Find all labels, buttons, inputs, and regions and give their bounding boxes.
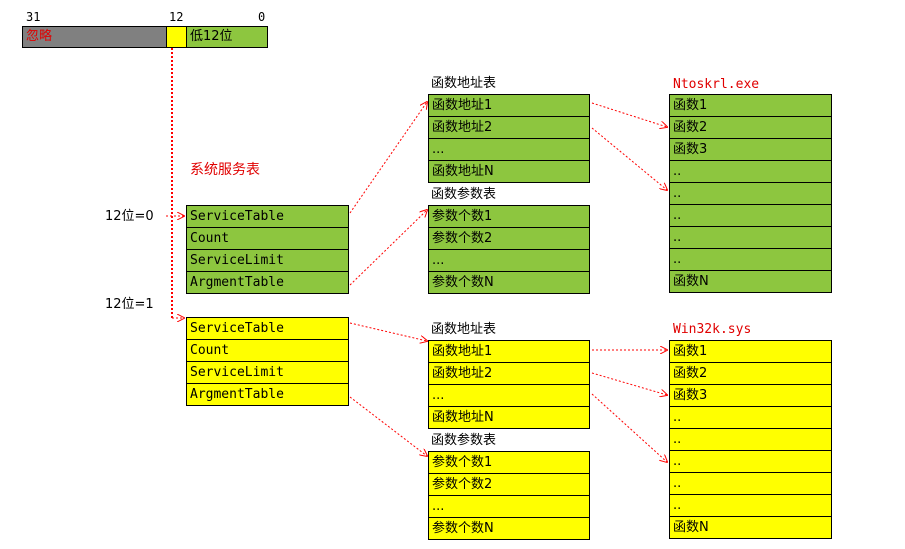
func-addr-table-1: 函数地址1 函数地址2 ... 函数地址N <box>428 340 590 429</box>
table-row: 函数地址1 <box>429 95 589 117</box>
bit-label-0: 0 <box>258 10 266 24</box>
table-row: 函数3 <box>670 385 831 407</box>
table-row: .. <box>670 429 831 451</box>
table-row: .. <box>670 249 831 271</box>
table-row: 函数1 <box>670 341 831 363</box>
param-table-0: 参数个数1 参数个数2 ... 参数个数N <box>428 205 590 294</box>
table-row: 函数1 <box>670 95 831 117</box>
table-row: 函数地址N <box>429 407 589 429</box>
descriptor-field-count: Count <box>187 340 348 362</box>
ignore-segment: 忽略 <box>22 26 167 48</box>
module-table-0: 函数1 函数2 函数3 .. .. .. .. .. 函数N <box>669 94 832 293</box>
table-row: 函数N <box>670 271 831 293</box>
table-row: 参数个数2 <box>429 474 589 496</box>
table-row: ... <box>429 385 589 407</box>
table-row: 参数个数N <box>429 518 589 540</box>
func-addr-table-title-0: 函数地址表 <box>431 76 497 91</box>
bit12-segment <box>166 26 187 48</box>
table-row: .. <box>670 161 831 183</box>
func-addr-table-0: 函数地址1 函数地址2 ... 函数地址N <box>428 94 590 183</box>
low12-segment: 低12位 <box>186 26 268 48</box>
table-row: 参数个数1 <box>429 452 589 474</box>
argment-table-to-param-arrow-0 <box>349 210 427 286</box>
descriptor-field-count: Count <box>187 228 348 250</box>
param-table-title-0: 函数参数表 <box>431 187 497 202</box>
descriptor-field-service-limit: ServiceLimit <box>187 362 348 384</box>
descriptor-field-service-table: ServiceTable <box>187 206 348 228</box>
table-row: 函数地址2 <box>429 363 589 385</box>
func-addr2-to-func-arrow-0 <box>591 127 667 190</box>
func-addr-table-title-1: 函数地址表 <box>431 322 497 337</box>
bit-label-31: 31 <box>26 10 41 24</box>
table-row: .. <box>670 495 831 517</box>
service-table-to-func-addr-arrow-1 <box>349 322 427 341</box>
param-table-1: 参数个数1 参数个数2 ... 参数个数N <box>428 451 590 540</box>
descriptor-field-service-limit: ServiceLimit <box>187 250 348 272</box>
descriptor-field-argment-table: ArgmentTable <box>187 272 348 294</box>
table-row: 参数个数2 <box>429 228 589 250</box>
table-row: 函数地址2 <box>429 117 589 139</box>
table-row: ... <box>429 139 589 161</box>
table-row: 函数地址1 <box>429 341 589 363</box>
bit-label-12: 12 <box>169 10 184 24</box>
func-addr2-to-func3-arrow-1 <box>591 372 667 395</box>
table-row: .. <box>670 473 831 495</box>
table-row: .. <box>670 227 831 249</box>
system-service-table-title: 系统服务表 <box>190 162 260 178</box>
table-row: .. <box>670 183 831 205</box>
table-row: 函数2 <box>670 363 831 385</box>
table-row: 参数个数1 <box>429 206 589 228</box>
table-row: .. <box>670 407 831 429</box>
func-addr1-to-func1-arrow-0 <box>591 102 667 127</box>
table-row: 函数地址N <box>429 161 589 183</box>
low12-label: 低12位 <box>190 29 233 44</box>
table-row: ... <box>429 496 589 518</box>
descriptor-field-argment-table: ArgmentTable <box>187 384 348 406</box>
table-row: .. <box>670 451 831 473</box>
func-addr-n-to-func-arrow-1 <box>591 393 667 462</box>
table-row: 函数N <box>670 517 831 539</box>
table-row: ... <box>429 250 589 272</box>
table-row: 函数2 <box>670 117 831 139</box>
descriptor-field-service-table: ServiceTable <box>187 318 348 340</box>
argment-table-to-param-arrow-1 <box>349 396 427 456</box>
ignore-label: 忽略 <box>26 29 53 44</box>
module-title-0: Ntoskrl.exe <box>673 77 760 92</box>
service-descriptor-table-1: ServiceTable Count ServiceLimit ArgmentT… <box>186 317 349 406</box>
branch-label-zero: 12位=0 <box>105 209 154 224</box>
module-title-1: Win32k.sys <box>673 322 752 337</box>
table-row: .. <box>670 205 831 227</box>
table-row: 参数个数N <box>429 272 589 294</box>
service-descriptor-table-0: ServiceTable Count ServiceLimit ArgmentT… <box>186 205 349 294</box>
param-table-title-1: 函数参数表 <box>431 433 497 448</box>
branch-label-one: 12位=1 <box>105 297 154 312</box>
module-table-1: 函数1 函数2 函数3 .. .. .. .. .. 函数N <box>669 340 832 539</box>
table-row: 函数3 <box>670 139 831 161</box>
service-table-to-func-addr-arrow-0 <box>349 102 427 214</box>
